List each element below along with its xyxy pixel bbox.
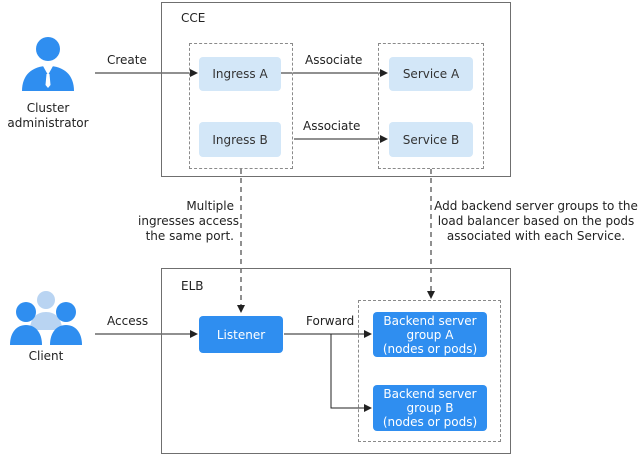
access-label: Access bbox=[107, 314, 149, 328]
user-icon bbox=[22, 37, 74, 91]
ingress-port-note-line2: ingresses access bbox=[138, 214, 239, 228]
admin-label-line1: Cluster bbox=[26, 101, 70, 115]
listener-node: Listener bbox=[199, 316, 283, 353]
ingress-b-node: Ingress B bbox=[199, 122, 281, 157]
service-b-node: Service B bbox=[389, 122, 473, 157]
backend-group-a-node: Backend server group A (nodes or pods) bbox=[373, 312, 487, 357]
ingress-group bbox=[189, 43, 293, 169]
forward-b-arrow bbox=[330, 334, 372, 412]
backend-server-groups bbox=[358, 300, 501, 442]
associate-a-label: Associate bbox=[305, 53, 363, 67]
service-b-label: Service B bbox=[402, 132, 460, 147]
ingress-port-note: Multiple ingresses access the same port. bbox=[138, 199, 239, 244]
ingress-a-node: Ingress A bbox=[199, 57, 281, 91]
cce-panel-title: CCE bbox=[181, 11, 206, 25]
service-a-node: Service A bbox=[389, 57, 473, 91]
associate-b-label: Associate bbox=[303, 119, 361, 133]
backend-group-a-line3: (nodes or pods) bbox=[382, 341, 478, 356]
backend-groups-note-line2: load balancer based on the pods bbox=[437, 214, 635, 228]
admin-label: Cluster administrator bbox=[2, 101, 94, 131]
elb-panel bbox=[161, 268, 511, 454]
service-group bbox=[378, 43, 484, 169]
backend-group-b-node: Backend server group B (nodes or pods) bbox=[373, 385, 487, 431]
backend-groups-note-line1: Add backend server groups to the bbox=[434, 199, 638, 213]
ingress-a-label: Ingress A bbox=[212, 67, 268, 81]
client-label: Client bbox=[28, 349, 64, 363]
ingress-b-label: Ingress B bbox=[212, 132, 268, 147]
backend-group-a-line1: Backend server bbox=[383, 313, 477, 328]
backend-groups-note: Add backend server groups to the load ba… bbox=[434, 199, 638, 244]
elb-panel-title: ELB bbox=[181, 279, 204, 293]
user-group-icon bbox=[10, 291, 82, 345]
create-label: Create bbox=[107, 53, 147, 67]
ingress-port-note-line3: the same port. bbox=[145, 229, 234, 243]
backend-group-a-line2: group A bbox=[406, 327, 454, 342]
forward-label: Forward bbox=[306, 314, 355, 328]
backend-group-b-line2: group B bbox=[406, 401, 454, 415]
cce-panel bbox=[161, 2, 511, 177]
service-a-label: Service A bbox=[402, 67, 460, 81]
backend-groups-note-line3: associated with each Service. bbox=[446, 229, 626, 243]
backend-group-b-line3: (nodes or pods) bbox=[382, 415, 478, 429]
backend-group-b-line1: Backend server bbox=[383, 387, 477, 401]
listener-label: Listener bbox=[216, 327, 266, 342]
admin-label-line2: administrator bbox=[7, 116, 89, 130]
ingress-port-note-line1: Multiple bbox=[186, 199, 234, 213]
